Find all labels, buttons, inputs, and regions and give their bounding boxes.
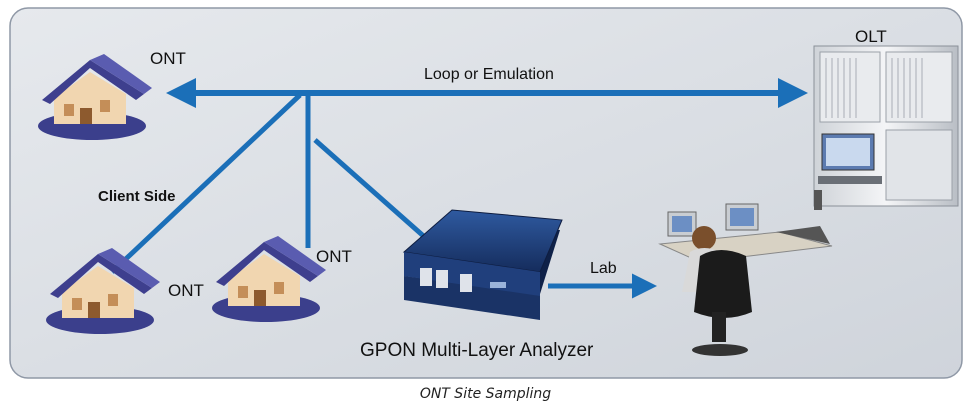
olt-label: OLT bbox=[855, 27, 887, 46]
ont-label-bottom-mid: ONT bbox=[316, 247, 352, 266]
analyzer-device-icon bbox=[402, 209, 563, 320]
analyzer-label: GPON Multi-Layer Analyzer bbox=[360, 340, 594, 361]
house-icon bbox=[212, 236, 326, 322]
branch-to-analyzer bbox=[313, 138, 430, 242]
fiber-branches bbox=[110, 93, 430, 274]
house-icon bbox=[38, 54, 152, 140]
lab-technician-icon bbox=[658, 203, 833, 356]
figure-caption: ONT Site Sampling bbox=[419, 386, 552, 402]
lab-label: Lab bbox=[590, 260, 617, 277]
ont-label-top: ONT bbox=[150, 49, 186, 68]
branch-to-ont-bottom-left bbox=[110, 93, 302, 274]
loop-emulation-label: Loop or Emulation bbox=[424, 66, 554, 83]
house-icon bbox=[46, 248, 160, 334]
client-side-label: Client Side bbox=[98, 188, 176, 205]
olt-rack-icon bbox=[813, 45, 959, 210]
ont-label-bottom-left: ONT bbox=[168, 281, 204, 300]
